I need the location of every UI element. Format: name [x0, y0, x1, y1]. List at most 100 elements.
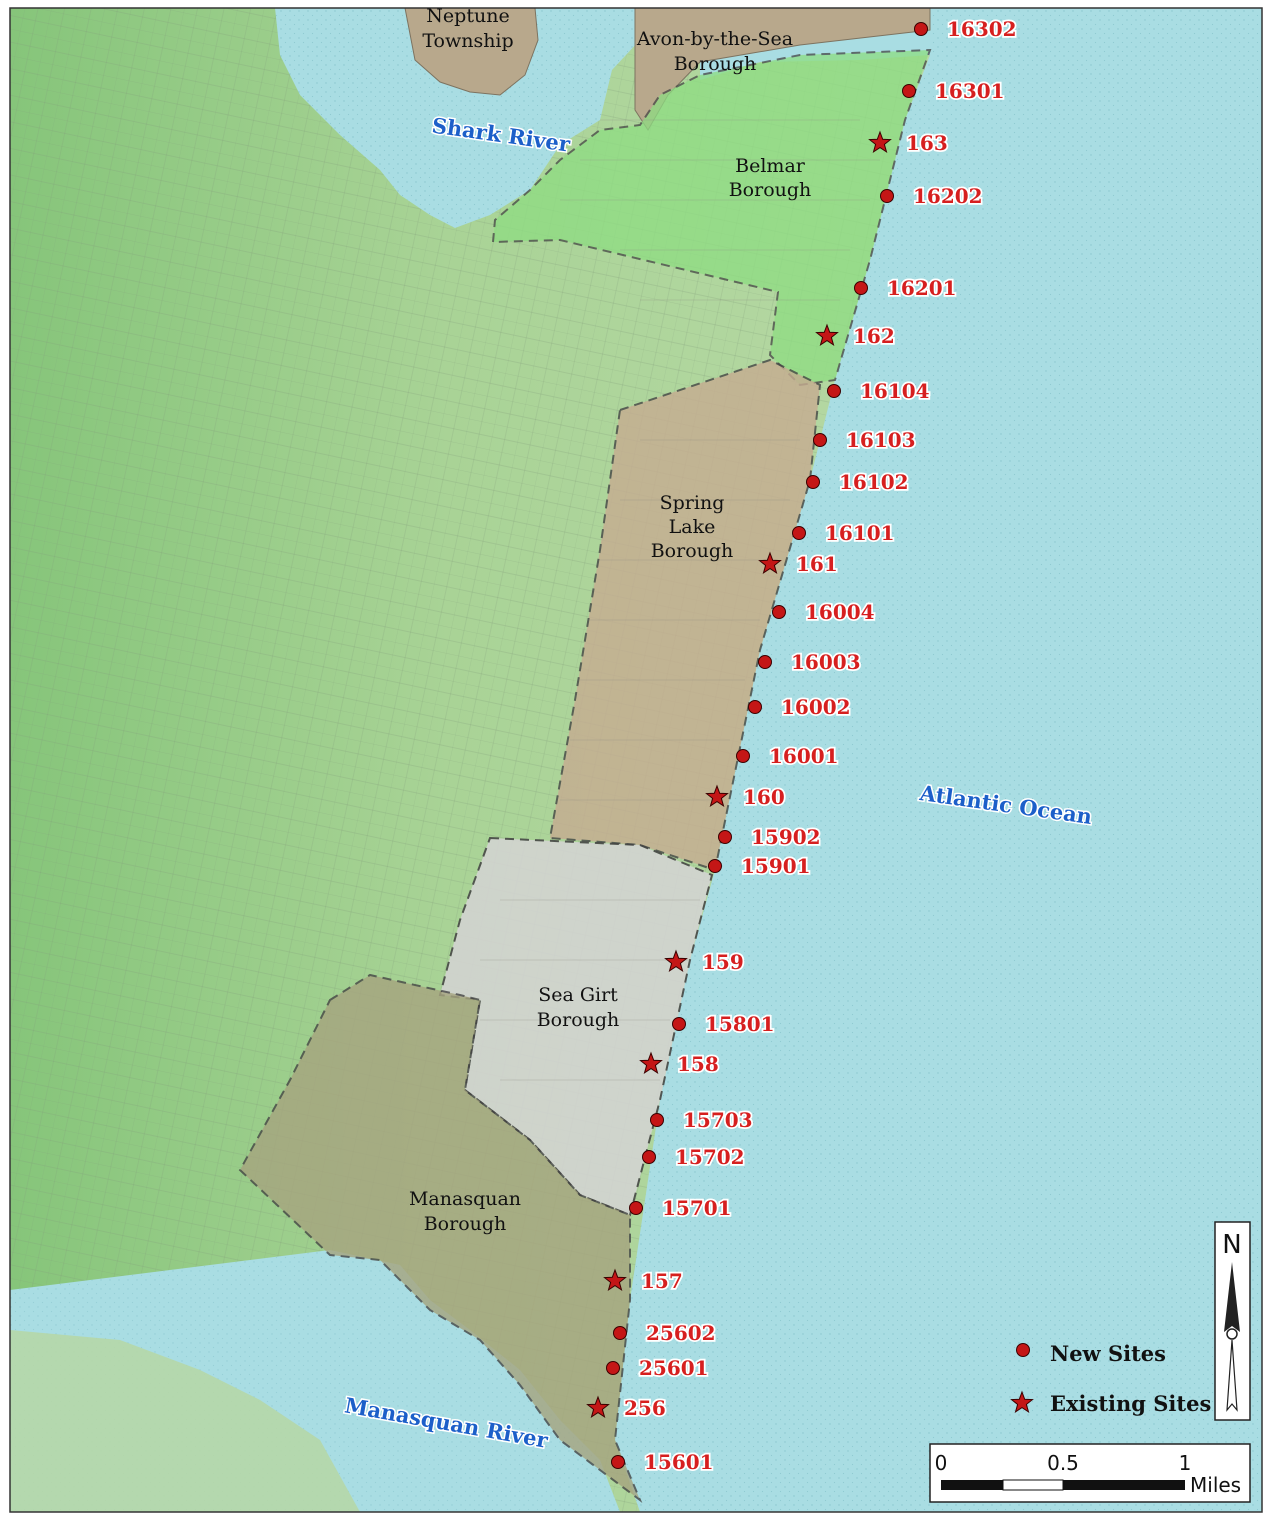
- site-label: 160: [743, 785, 785, 809]
- scale-bar: 0 0.5 1 Miles: [929, 1443, 1251, 1503]
- site-label: 15702: [675, 1145, 745, 1169]
- place-neptune-line2: Township: [422, 30, 513, 52]
- site-159: 159: [664, 948, 746, 976]
- north-arrow-hub: [1226, 1328, 1238, 1340]
- site-label: 16103: [846, 428, 916, 452]
- scale-tick-0: 0: [935, 1451, 948, 1475]
- site-label: 16301: [935, 79, 1005, 103]
- scale-bar-segment-3: [1063, 1480, 1185, 1490]
- place-sea-girt-line2: Borough: [537, 1009, 620, 1031]
- place-spring-lake-borough: Spring Lake Borough: [651, 492, 734, 562]
- place-manasquan-line2: Borough: [424, 1213, 507, 1235]
- site-15901: 15901: [708, 852, 812, 880]
- new-site-dot-marker: [880, 189, 894, 203]
- site-label: 16004: [805, 600, 875, 624]
- existing-site-star-marker: [586, 1395, 610, 1419]
- scale-bar-box: [929, 1443, 1251, 1503]
- site-15703: 15703: [650, 1106, 754, 1134]
- belmar-boundary: [491, 48, 932, 387]
- site-162: 162: [815, 322, 897, 350]
- map-frame: [9, 7, 1263, 1513]
- existing-site-star-marker: [664, 949, 688, 973]
- site-label: 161: [796, 552, 838, 576]
- site-label: 15701: [662, 1196, 732, 1220]
- site-16003: 16003: [758, 648, 862, 676]
- site-label: 159: [702, 950, 744, 974]
- new-site-dot-marker: [718, 830, 732, 844]
- scale-tick-0-5: 0.5: [1047, 1451, 1079, 1475]
- site-16102: 16102: [806, 468, 910, 496]
- existing-site-star-marker: [758, 551, 782, 575]
- new-site-dot-marker: [813, 433, 827, 447]
- street-grid: [480, 119, 880, 1081]
- new-site-dot-marker: [736, 749, 750, 763]
- site-label: 162: [853, 324, 895, 348]
- site-158: 158: [639, 1050, 721, 1078]
- place-belmar-borough: Belmar Borough: [729, 155, 812, 201]
- existing-site-star-marker: [868, 130, 892, 154]
- site-label: 163: [906, 131, 948, 155]
- place-avon-borough: Avon-by-the-Sea Borough: [636, 28, 793, 75]
- site-157: 157: [603, 1267, 685, 1295]
- site-15601: 15601: [611, 1448, 715, 1476]
- site-15801: 15801: [672, 1010, 776, 1038]
- site-label: 15801: [705, 1012, 775, 1036]
- new-site-dot-marker: [902, 84, 916, 98]
- site-label: 25602: [646, 1321, 716, 1345]
- place-belmar-line2: Borough: [729, 179, 812, 201]
- site-161: 161: [758, 550, 840, 578]
- legend-existing-site-marker: [1010, 1390, 1034, 1414]
- new-site-dot-marker: [772, 605, 786, 619]
- avon-land: [634, 7, 931, 131]
- site-markers: 1630216301163162021620116216104161031610…: [586, 15, 1018, 1476]
- site-16002: 16002: [748, 693, 852, 721]
- north-arrow-label: N: [1222, 1230, 1241, 1260]
- site-16004: 16004: [772, 598, 876, 626]
- scale-bar-segment-2: [1002, 1479, 1064, 1491]
- north-arrow-needle-bottom: [1226, 1339, 1238, 1412]
- site-label: 16302: [947, 17, 1017, 41]
- legend: New Sites Existing Sites: [1010, 1341, 1211, 1416]
- new-site-dot-marker: [629, 1201, 643, 1215]
- scale-bar-segment-1: [941, 1480, 1003, 1490]
- manasquan-river-bank: [10, 1330, 360, 1512]
- site-label: 16102: [839, 470, 909, 494]
- site-256: 256: [586, 1394, 668, 1422]
- site-16201: 16201: [854, 274, 958, 302]
- place-avon-line2: Borough: [674, 53, 757, 75]
- site-16104: 16104: [827, 377, 931, 405]
- place-spring-lake-line1: Spring: [660, 492, 725, 514]
- site-label: 16202: [913, 184, 983, 208]
- place-sea-girt-line1: Sea Girt: [538, 984, 618, 1006]
- existing-site-star-marker: [639, 1051, 663, 1075]
- site-label: 158: [677, 1052, 719, 1076]
- site-15701: 15701: [629, 1194, 733, 1222]
- north-arrow-needle-top: [1224, 1262, 1240, 1332]
- place-spring-lake-line2: Lake: [669, 516, 716, 538]
- site-16301: 16301: [902, 77, 1006, 105]
- site-16001: 16001: [736, 742, 840, 770]
- site-15702: 15702: [642, 1143, 746, 1171]
- site-label: 16002: [781, 695, 851, 719]
- site-label: 15703: [683, 1108, 753, 1132]
- new-site-dot-marker: [672, 1017, 686, 1031]
- ocean-stipple: [615, 8, 1262, 1512]
- new-site-dot-marker: [758, 655, 772, 669]
- new-site-dot-marker: [792, 526, 806, 540]
- site-label: 16104: [860, 379, 930, 403]
- new-site-dot-marker: [914, 22, 928, 36]
- site-label: 157: [641, 1269, 683, 1293]
- new-site-dot-marker: [806, 475, 820, 489]
- place-sea-girt-borough: Sea Girt Borough: [537, 984, 620, 1031]
- site-label: 15901: [741, 854, 811, 878]
- site-label: 25601: [639, 1356, 709, 1380]
- site-label: 15902: [751, 825, 821, 849]
- site-16202: 16202: [880, 182, 984, 210]
- new-site-dot-marker: [708, 859, 722, 873]
- place-neptune-township: Neptune Township: [422, 5, 513, 52]
- site-label: 16101: [825, 521, 895, 545]
- site-16101: 16101: [792, 519, 896, 547]
- place-belmar-line1: Belmar: [735, 155, 806, 177]
- new-site-dot-marker: [642, 1150, 656, 1164]
